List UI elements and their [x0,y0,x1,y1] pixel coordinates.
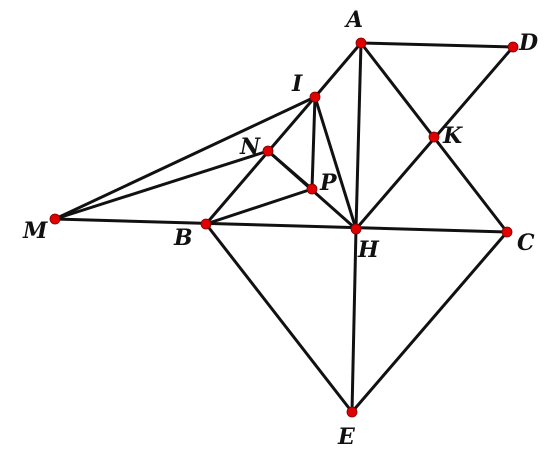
label-P: P [319,170,338,196]
segment-MC [53,217,509,234]
segment-IH [313,95,358,231]
label-H: H [357,237,380,263]
label-A: A [344,7,363,33]
point-H [350,223,362,235]
segment-IP [310,95,317,191]
point-M [49,213,61,225]
points-layer [49,37,519,418]
label-I: I [291,71,303,97]
segment-AI [313,41,363,99]
label-K: K [442,123,463,149]
point-A [355,37,367,49]
label-E: E [337,424,356,450]
point-B [200,218,212,230]
segment-NP [266,149,314,191]
segment-AH [354,41,363,231]
point-I [309,91,321,103]
segment-MI [53,95,317,221]
label-C: C [517,230,535,256]
segment-BP [204,187,314,226]
segment-MN [53,149,270,221]
label-B: B [173,225,193,251]
point-D [507,41,519,53]
segment-BE [204,222,354,414]
segment-AD [359,41,515,49]
point-E [346,406,358,418]
segment-CE [350,230,509,414]
segment-IB [204,95,317,226]
label-D: D [518,30,538,56]
point-N [262,145,274,157]
label-M: M [22,218,48,244]
segment-HE [350,227,358,414]
point-P [306,183,318,195]
point-K [428,131,440,143]
labels-layer: A D I K N P M B H C E [22,7,538,450]
point-C [501,226,513,238]
segments-layer [53,41,515,414]
label-N: N [239,134,261,160]
